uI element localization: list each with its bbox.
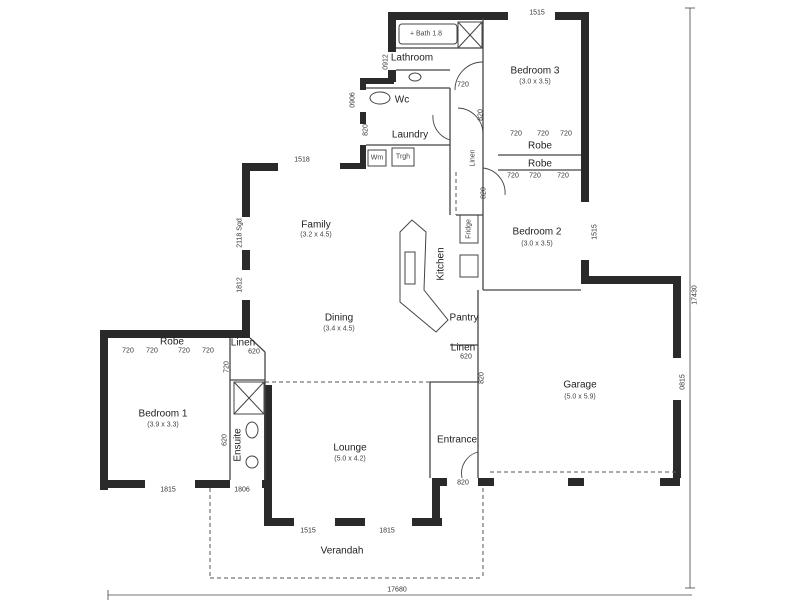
room-label-linen-mid: Linen <box>450 342 476 354</box>
room-size-bedroom-3: (3.0 x 3.5) <box>519 78 551 86</box>
room-label-wc: Wc <box>394 94 410 106</box>
room-label-ensuite: Ensuite <box>232 428 244 462</box>
dim-family-side: 2118 Sgd <box>236 218 244 248</box>
dim-ensuite-door: 620 <box>221 434 229 446</box>
external-walls <box>100 12 681 526</box>
room-label-bedroom-2: Bedroom 2 <box>512 226 562 238</box>
bath-label: + Bath 1.8 <box>409 30 443 38</box>
washing-machine-label: Wm <box>370 154 384 162</box>
dim-overall-width: 17680 <box>387 586 407 594</box>
dim-bathroom-window: 0912 <box>382 54 390 70</box>
dim-robe3-door-3: 720 <box>560 130 572 138</box>
dim-bed1-door: 720 <box>223 361 231 373</box>
dim-overall-depth: 17430 <box>691 285 699 305</box>
dim-bed1-window: 1815 <box>160 486 176 494</box>
room-label-robe-3: Robe <box>528 140 552 152</box>
dim-linen-mid-door: 620 <box>460 353 472 361</box>
dim-bedroom2-window: 1515 <box>591 224 599 240</box>
dim-entrance-door: 820 <box>457 479 469 487</box>
room-label-linen-top: Linen <box>469 149 477 167</box>
dim-door-720-bath: 720 <box>457 81 469 89</box>
room-label-lounge: Lounge <box>333 442 367 454</box>
dim-door-820-bed3: 820 <box>477 109 485 121</box>
fridge-label: Fridge <box>465 219 473 239</box>
fixtures <box>233 21 483 469</box>
room-label-bedroom-1: Bedroom 1 <box>138 408 188 420</box>
dim-robe1-door-2: 720 <box>146 347 158 355</box>
room-label-entrance: Entrance <box>436 434 478 446</box>
room-size-bedroom-2: (3.0 x 3.5) <box>521 240 553 248</box>
dim-ensuite-window: 1806 <box>234 486 250 494</box>
dashed-lines <box>209 172 676 579</box>
dimension-lines <box>107 7 695 600</box>
dim-robe1-door-3: 720 <box>178 347 190 355</box>
room-label-family: Family <box>301 219 331 231</box>
room-label-garage: Garage <box>563 379 597 391</box>
dim-door-820-bed2: 820 <box>480 187 488 199</box>
dim-lounge-window-2: 1815 <box>379 527 395 535</box>
room-size-dining: (3.4 x 4.5) <box>323 325 355 333</box>
room-label-verandah: Verandah <box>320 545 364 557</box>
room-size-family: (3.2 x 4.5) <box>300 231 332 239</box>
dim-robe2-door-2: 720 <box>529 172 541 180</box>
room-size-garage: (5.0 x 5.9) <box>564 393 596 401</box>
dim-robe1-door-4: 720 <box>202 347 214 355</box>
internal-walls <box>229 18 581 480</box>
dim-lounge-window-1: 1515 <box>300 527 316 535</box>
dim-garage-door: 820 <box>478 372 486 384</box>
room-label-dining: Dining <box>324 312 354 324</box>
dim-robe3-door-1: 720 <box>510 130 522 138</box>
room-size-lounge: (5.0 x 4.2) <box>334 455 366 463</box>
room-label-linen-left: Linen <box>230 337 256 349</box>
room-label-robe-1: Robe <box>160 336 184 348</box>
dim-garage-window: 0815 <box>679 374 687 390</box>
dim-top-window: 1515 <box>529 9 545 17</box>
dim-linen-left-door: 620 <box>248 348 260 356</box>
dim-laundry-door: 820 <box>362 124 370 136</box>
dim-family-side2: 1812 <box>236 277 244 293</box>
room-label-robe-2: Robe <box>528 158 552 170</box>
room-size-bedroom-1: (3.9 x 3.3) <box>147 421 179 429</box>
dim-robe2-door-1: 720 <box>507 172 519 180</box>
dim-robe2-door-3: 720 <box>557 172 569 180</box>
dim-wc-window: 0906 <box>349 92 357 108</box>
dim-robe3-door-2: 720 <box>537 130 549 138</box>
room-label-kitchen: Kitchen <box>435 247 447 281</box>
dim-family-window: 1518 <box>294 156 310 164</box>
room-label-bedroom-3: Bedroom 3 <box>510 65 560 77</box>
room-label-bathroom: Lathroom <box>390 52 434 64</box>
door-swings <box>432 61 506 479</box>
kitchen-island <box>399 219 449 333</box>
dim-robe1-door-1: 720 <box>122 347 134 355</box>
trough-label: Trgh <box>395 153 411 161</box>
room-label-pantry: Pantry <box>449 312 479 324</box>
room-label-laundry: Laundry <box>391 129 429 141</box>
